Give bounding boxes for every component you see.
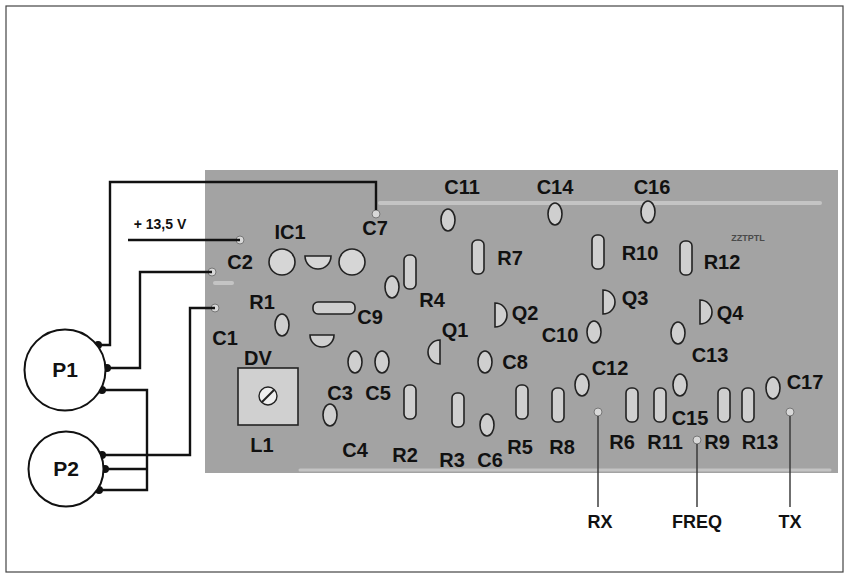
- component-label: R6: [609, 432, 635, 452]
- component-label: C8: [502, 352, 528, 372]
- component-label: L1: [250, 435, 273, 455]
- component-label: C6: [477, 450, 503, 470]
- potentiometer-circle: P2: [27, 430, 105, 508]
- pcb-board: [205, 170, 838, 473]
- capacitor-symbol: [275, 201, 780, 436]
- circle-outline: [29, 432, 104, 507]
- regulator-symbol: [269, 249, 365, 275]
- board-marking: ZZTPTL: [731, 234, 765, 243]
- component-label: C1: [212, 328, 238, 348]
- component-label: Q3: [622, 288, 649, 308]
- component-label: C13: [692, 345, 729, 365]
- component-label: C10: [542, 325, 579, 345]
- node-label: P2: [53, 457, 79, 481]
- component-label: C4: [342, 440, 368, 460]
- component-label: C15: [672, 408, 709, 428]
- component-label: Q2: [512, 303, 539, 323]
- component-label: C12: [592, 358, 629, 378]
- circle-outline: [25, 330, 106, 411]
- wire: [97, 390, 147, 490]
- component-label: C3: [327, 383, 353, 403]
- component-label: R13: [742, 432, 779, 452]
- component-label: R8: [549, 437, 575, 457]
- component-label: R2: [392, 445, 418, 465]
- component-label: R10: [622, 243, 659, 263]
- frame: [6, 6, 843, 572]
- component-label: R11: [647, 432, 683, 452]
- component-label: C2: [227, 252, 253, 272]
- voltage-label: + 13,5 V: [134, 217, 187, 231]
- copper-trace: [215, 203, 830, 470]
- leader-line: [598, 416, 790, 507]
- component-label: C17: [787, 372, 824, 392]
- component-label: C7: [362, 218, 388, 238]
- signal-label: RX: [587, 513, 612, 531]
- component-label: Q4: [717, 303, 744, 323]
- signal-label: FREQ: [672, 513, 722, 531]
- coil-symbol: [238, 368, 298, 425]
- component-label: C11: [444, 177, 480, 197]
- component-label: C16: [634, 177, 671, 197]
- component-label: C5: [365, 383, 391, 403]
- component-label: C9: [357, 307, 383, 327]
- resistor-symbol: [313, 235, 754, 427]
- signal-label: TX: [778, 513, 801, 531]
- component-label: R1: [249, 292, 275, 312]
- component-label: R3: [439, 450, 465, 470]
- potentiometer-circle: P1: [23, 328, 107, 412]
- component-label: Q1: [442, 320, 469, 340]
- component-label: R12: [704, 252, 741, 272]
- component-label: R9: [704, 432, 730, 452]
- component-label: IC1: [274, 222, 305, 242]
- component-label: R4: [419, 290, 445, 310]
- component-label: DV: [244, 348, 272, 368]
- wire: [98, 182, 376, 469]
- component-label: R7: [497, 248, 523, 268]
- component-label: C14: [537, 177, 574, 197]
- component-label: R5: [507, 437, 533, 457]
- node-label: P1: [52, 358, 78, 382]
- solder-pad: [208, 210, 794, 444]
